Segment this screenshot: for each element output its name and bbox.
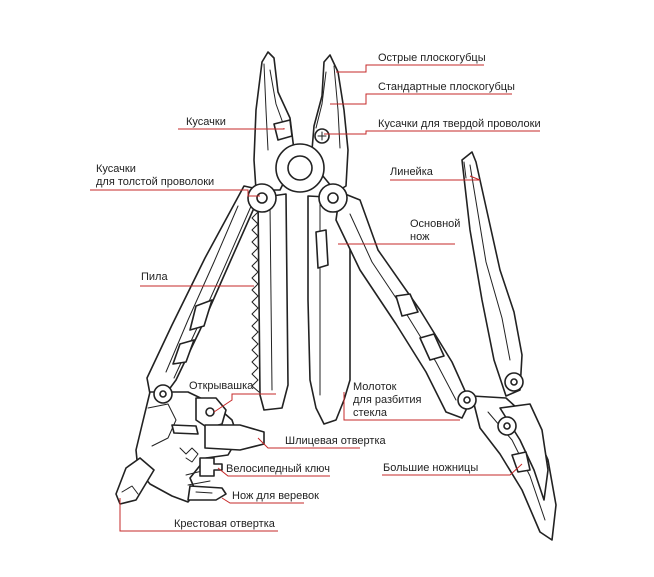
saw-blade <box>252 194 288 410</box>
label-big-scissors: Большие ножницы <box>383 462 478 475</box>
label-glass-breaker-line2: для разбития <box>353 394 421 407</box>
flat-screwdriver-tool <box>205 425 264 450</box>
label-bottle-opener: Открывашка <box>189 380 253 393</box>
label-flat-screwdriver: Шлицевая отвертка <box>285 435 386 448</box>
label-thick-wire-cutters-line1: Кусачки <box>96 163 136 176</box>
phillips-screwdriver-tool <box>116 458 154 504</box>
label-hard-wire-cutters: Кусачки для твердой проволоки <box>378 118 541 131</box>
label-glass-breaker-line1: Молоток <box>353 381 396 394</box>
label-bike-wrench: Велосипедный ключ <box>226 463 330 476</box>
label-main-knife-line2: нож <box>410 231 429 244</box>
label-glass-breaker-line3: стекла <box>353 407 387 420</box>
label-cutters: Кусачки <box>186 116 226 129</box>
label-phillips-screwdriver: Крестовая отвертка <box>174 518 275 531</box>
leader-thick-wire-cutters <box>90 190 260 196</box>
left-handle <box>147 186 262 395</box>
big-scissors <box>472 396 556 540</box>
label-standard-pliers: Стандартные плоскогубцы <box>378 81 515 94</box>
label-sharp-pliers: Острые плоскогубцы <box>378 52 486 65</box>
pliers-head <box>254 52 348 192</box>
label-main-knife-line1: Основной <box>410 218 460 231</box>
label-ruler: Линейка <box>390 166 433 179</box>
bottle-opener-hole <box>206 408 214 416</box>
ruler-arm <box>462 152 522 396</box>
cutter-insert-left <box>274 120 292 140</box>
leader-standard-pliers <box>330 94 512 104</box>
label-thick-wire-cutters-line2: для толстой проволоки <box>96 176 214 189</box>
label-saw: Пила <box>141 271 168 284</box>
leader-hard-wire-cutters <box>324 131 540 134</box>
label-rope-knife: Нож для веревок <box>232 490 319 503</box>
leader-sharp-pliers <box>336 65 484 72</box>
bike-wrench-tool <box>200 458 222 476</box>
